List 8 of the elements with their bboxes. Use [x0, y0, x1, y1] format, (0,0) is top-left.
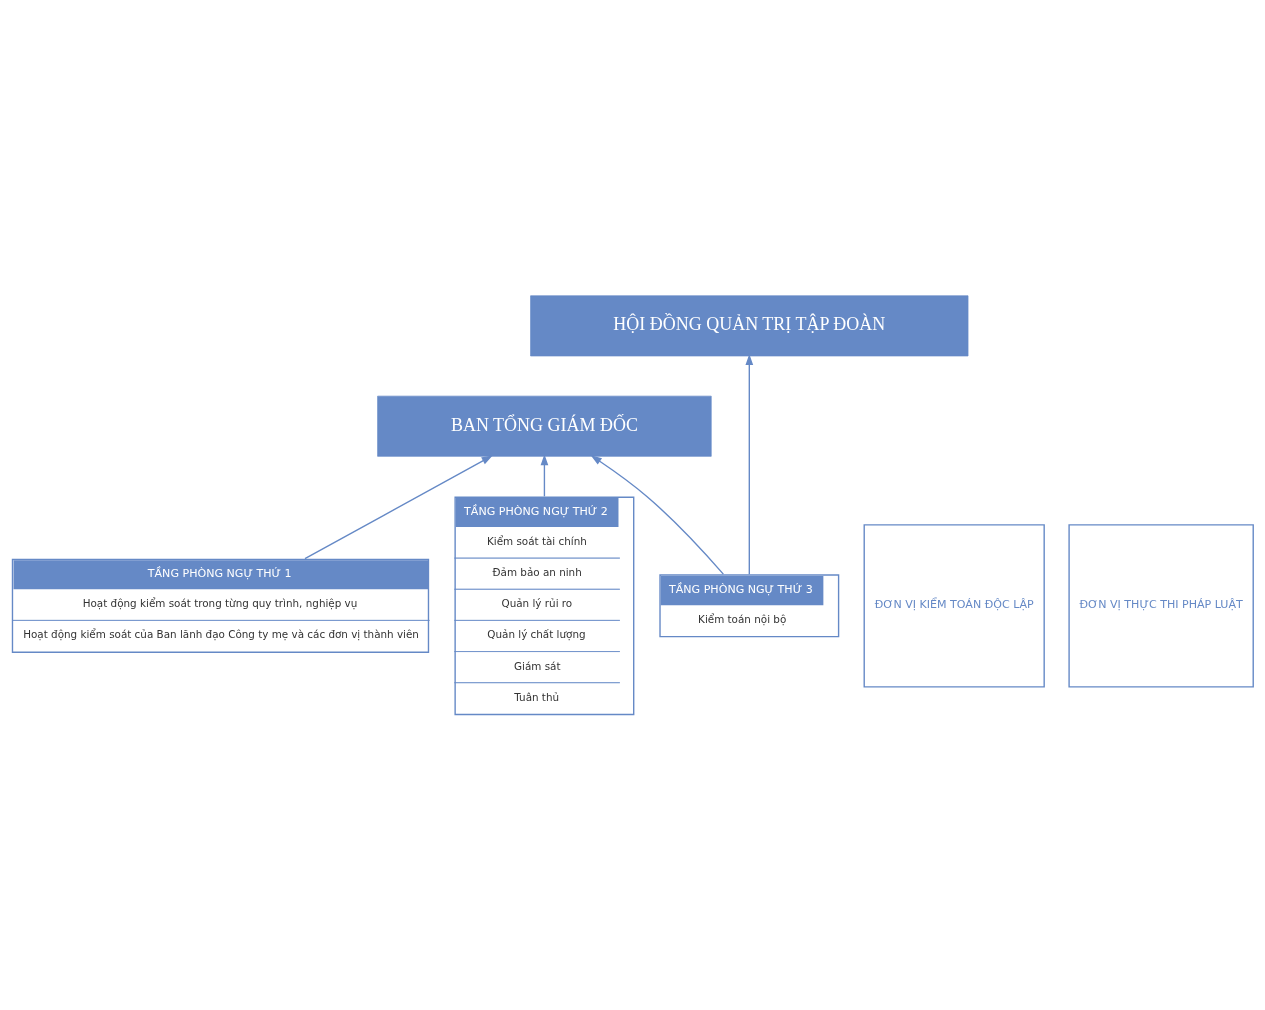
- arrow: [745, 353, 754, 575]
- arrow: [590, 454, 725, 575]
- node-box: ĐƠN VỊ THỰC THI PHÁP LUẬT: [1068, 523, 1254, 688]
- node-box: ĐƠN VỊ KIỂM TOÁN ĐỘC LẬP: [863, 523, 1045, 688]
- arrow: [304, 454, 493, 559]
- arrow: [540, 453, 549, 497]
- node-box: BAN TỔNG GIÁM ĐỐC: [377, 395, 712, 457]
- node-box: HỘI ĐỒNG QUẢN TRỊ TẬP ĐOÀN: [530, 294, 969, 356]
